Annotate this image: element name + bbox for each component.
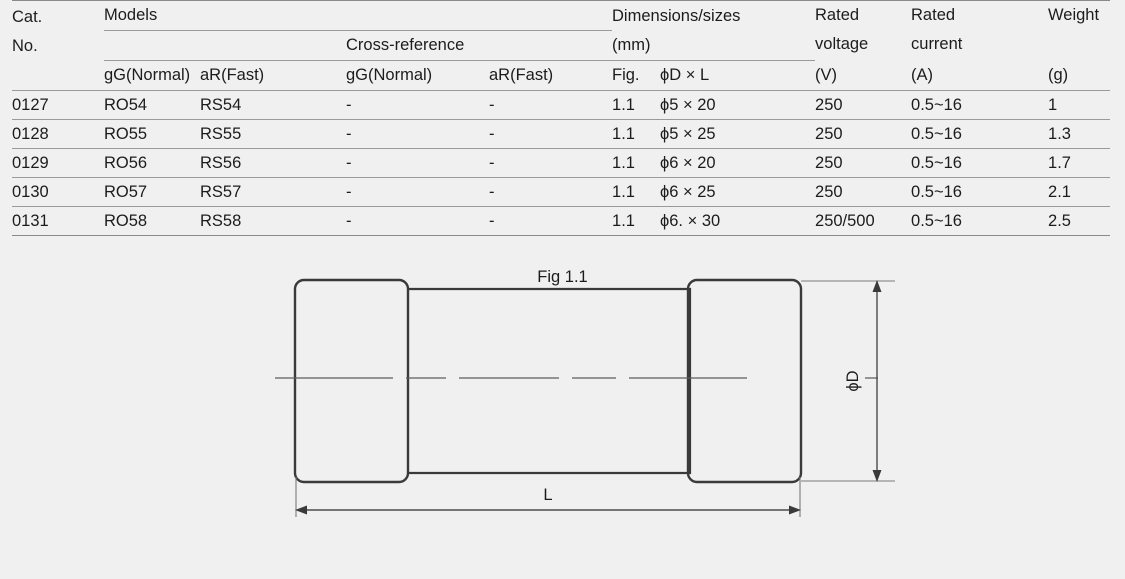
header-rated-voltage-unit: (V) (815, 66, 838, 84)
cell-weight: 1.7 (1048, 148, 1111, 178)
cell-weight: 2.1 (1048, 177, 1111, 207)
cell-cat-no: 0127 (12, 90, 104, 120)
cell-xref-ar: - (489, 90, 613, 120)
header-rated-voltage-line2: voltage (815, 35, 869, 53)
header-dia-length: ϕD × L (660, 66, 710, 84)
arrowhead-diameter-bottom (872, 470, 882, 482)
cell-dia-length: ϕ6 × 25 (660, 177, 816, 207)
label-diameter: ϕD (844, 370, 862, 391)
header-models-ar: aR(Fast) (200, 66, 265, 84)
header-row-2: Cross-reference (mm) (12, 30, 1110, 61)
cell-xref-gg: - (346, 206, 489, 236)
header-weight-unit: (g) (1048, 66, 1069, 84)
cell-models-ar: RS57 (200, 177, 346, 207)
cell-rated-current: 0.5~16 (911, 177, 1049, 207)
cell-dia-length: ϕ5 × 20 (660, 90, 816, 120)
table-row: 0130 RO57 RS57 - - 1.1 ϕ6 × 25 250 0.5~1… (12, 177, 1111, 207)
header-dimensions-line1: Dimensions/sizes (612, 0, 816, 31)
cell-xref-gg: - (346, 119, 489, 149)
cell-dia-length: ϕ6. × 30 (660, 206, 816, 236)
spec-table: Cat. No. Models Dimensions/sizes Rated v… (12, 0, 1111, 236)
cell-models-ar: RS58 (200, 206, 346, 236)
table-row: 0129 RO56 RS56 - - 1.1 ϕ6 × 20 250 0.5~1… (12, 148, 1111, 178)
cell-dia-length: ϕ6 × 20 (660, 148, 816, 178)
fuse-left-cap (293, 278, 410, 484)
header-xref-gg: gG(Normal) (346, 66, 433, 84)
header-row-1: Cat. No. Models Dimensions/sizes Rated v… (12, 0, 1111, 61)
cell-fig: 1.1 (612, 90, 661, 120)
cell-rated-voltage: 250 (815, 119, 912, 149)
header-models-spacer (104, 30, 346, 61)
header-xref-ar: aR(Fast) (489, 66, 554, 84)
cell-xref-ar: - (489, 206, 613, 236)
header-fig: Fig. (612, 66, 640, 84)
arrowhead-length-left (295, 505, 307, 515)
cell-fig: 1.1 (612, 206, 661, 236)
cell-cat-no: 0128 (12, 119, 104, 149)
cell-models-ar: RS54 (200, 90, 346, 120)
cell-rated-current: 0.5~16 (911, 90, 1049, 120)
specification-table: Cat. No. Models Dimensions/sizes Rated v… (12, 0, 1111, 236)
header-rated-voltage-line1: Rated (815, 6, 860, 24)
cell-cat-no: 0129 (12, 148, 104, 178)
cell-xref-ar: - (489, 148, 613, 178)
cell-rated-voltage: 250 (815, 90, 912, 120)
header-cat-line2: No. (12, 36, 38, 55)
header-models-group: Models (104, 0, 613, 31)
cell-xref-gg: - (346, 90, 489, 120)
table-row: 0131 RO58 RS58 - - 1.1 ϕ6. × 30 250/500 … (12, 206, 1111, 236)
cell-rated-voltage: 250 (815, 148, 912, 178)
arrowhead-diameter-top (872, 280, 882, 292)
fuse-right-cap (686, 278, 803, 484)
cell-models-gg: RO57 (104, 177, 200, 207)
cell-xref-gg: - (346, 148, 489, 178)
cell-models-gg: RO54 (104, 90, 200, 120)
cell-rated-current: 0.5~16 (911, 119, 1049, 149)
header-cross-reference-group: Cross-reference (346, 30, 613, 61)
cell-models-ar: RS56 (200, 148, 346, 178)
cell-models-gg: RO55 (104, 119, 200, 149)
header-weight: Weight (1048, 0, 1111, 61)
cell-weight: 1.3 (1048, 119, 1111, 149)
cell-rated-current: 0.5~16 (911, 148, 1049, 178)
header-models-gg: gG(Normal) (104, 66, 191, 84)
header-rated-current-line2: current (911, 35, 963, 53)
header-rated-voltage: Rated voltage (815, 0, 912, 61)
table-row: 0127 RO54 RS54 - - 1.1 ϕ5 × 20 250 0.5~1… (12, 90, 1111, 120)
header-row-3: gG(Normal) aR(Fast) gG(Normal) aR(Fast) … (12, 61, 1110, 91)
fuse-dimension-drawing: ϕD L (275, 278, 895, 517)
figure-caption: Fig 1.1 (537, 268, 588, 286)
header-weight-line1: Weight (1048, 6, 1100, 24)
fuse-drawing: ϕD L (0, 265, 1125, 579)
cell-weight: 1 (1048, 90, 1111, 120)
cell-models-ar: RS55 (200, 119, 346, 149)
cell-weight: 2.5 (1048, 206, 1111, 236)
cell-models-gg: RO58 (104, 206, 200, 236)
cell-fig: 1.1 (612, 119, 661, 149)
cell-rated-current: 0.5~16 (911, 206, 1049, 236)
cell-dia-length: ϕ5 × 25 (660, 119, 816, 149)
cell-xref-gg: - (346, 177, 489, 207)
table-row: 0128 RO55 RS55 - - 1.1 ϕ5 × 25 250 0.5~1… (12, 119, 1111, 149)
arrowhead-length-right (789, 505, 801, 515)
cell-cat-no: 0130 (12, 177, 104, 207)
header-cat-line1: Cat. (12, 7, 43, 26)
cell-fig: 1.1 (612, 148, 661, 178)
header-dimensions-line2: (mm) (612, 30, 816, 61)
cell-rated-voltage: 250/500 (815, 206, 912, 236)
fuse-body (407, 287, 692, 475)
header-rated-current: Rated current (911, 0, 1049, 61)
cell-xref-ar: - (489, 177, 613, 207)
header-cat-no-blank (12, 61, 104, 91)
header-rated-current-unit: (A) (911, 66, 934, 84)
cell-models-gg: RO56 (104, 148, 200, 178)
cell-rated-voltage: 250 (815, 177, 912, 207)
header-rated-current-line1: Rated (911, 6, 956, 24)
label-length: L (543, 486, 552, 504)
cell-cat-no: 0131 (12, 206, 104, 236)
header-cat-no: Cat. No. (12, 0, 104, 61)
cell-fig: 1.1 (612, 177, 661, 207)
cell-xref-ar: - (489, 119, 613, 149)
